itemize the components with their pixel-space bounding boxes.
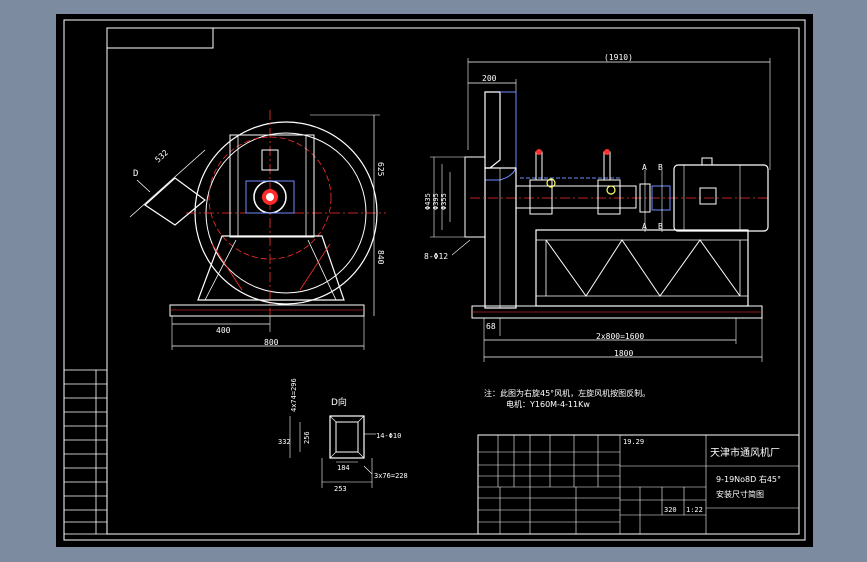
- title-block-scale: 1:22: [686, 506, 703, 514]
- dim-400: 400: [216, 326, 231, 335]
- shaft-assembly: [515, 185, 637, 209]
- fan-base-plate: [169, 304, 365, 317]
- fan-support-frame: [197, 235, 345, 301]
- dim-4x74: 4x74=296: [290, 378, 298, 412]
- sheet-inner-frame: [106, 27, 800, 535]
- dim-3x76: 3x76=228: [374, 472, 408, 480]
- note-line-2: 电机：Y160M-4-11Kw: [506, 399, 590, 409]
- sheet-outer-frame: [63, 19, 806, 541]
- section-b-top: B: [658, 163, 663, 172]
- front-view: 532 D 625 840: [129, 110, 386, 350]
- view-d-arrow-label: D: [133, 169, 138, 179]
- bearing-2: [597, 179, 621, 215]
- flange-inner: [335, 421, 359, 453]
- thermometer-2: [604, 149, 610, 155]
- title-block: 19.29 天津市通风机厂 9-19No8D 右45° 安装尺寸简图 320 1…: [477, 434, 800, 535]
- title-block-title: 安装尺寸简图: [716, 489, 764, 499]
- brace-line-right: [299, 243, 331, 291]
- dim-1910: (1910): [604, 53, 633, 62]
- note-line-1: 注：此图为右旋45°风机，左旋风机按图反制。: [484, 388, 650, 398]
- inlet-flange: [464, 156, 486, 238]
- dim-200: 200: [482, 74, 497, 83]
- thermometer-1: [536, 149, 542, 155]
- truss-bracing: [545, 239, 741, 297]
- notes: 注：此图为右旋45°风机，左旋风机按图反制。 电机：Y160M-4-11Kw: [484, 388, 650, 409]
- drawing-number-box: [106, 27, 214, 49]
- dim-1800: 1800: [614, 349, 633, 358]
- bearing-cover: [245, 180, 295, 214]
- volute-side: [484, 91, 501, 169]
- dim-68: 68: [486, 322, 496, 331]
- left-revision-column: [63, 369, 108, 535]
- view-d-title: D向: [331, 396, 347, 408]
- dim-253: 253: [334, 485, 347, 493]
- dim-332: 332: [278, 438, 291, 446]
- housing-side: [484, 167, 517, 309]
- drawing-sheet: [56, 14, 813, 547]
- title-block-model: 9-19No8D 右45°: [716, 474, 781, 484]
- dim-2x800: 2x800=1600: [596, 332, 644, 341]
- volute-side-blue: [485, 91, 517, 181]
- dim-phi395: Φ395: [432, 193, 440, 210]
- dim-8-phi12: 8-Φ12: [424, 252, 448, 261]
- dim-625: 625: [376, 162, 385, 177]
- title-block-weight: 320: [664, 506, 677, 514]
- view-d-detail: D向 4x74=296 332 256 14-Φ10 184 253 3x76=…: [278, 378, 408, 493]
- dim-phi355: Φ355: [440, 193, 448, 210]
- title-block-number: 19.29: [623, 438, 644, 446]
- dim-256: 256: [303, 431, 311, 444]
- bearing-bracket: [229, 134, 315, 238]
- outlet-duct: [144, 177, 206, 226]
- section-a-bottom: A: [642, 222, 647, 231]
- bearing-1: [529, 179, 553, 215]
- motor-body: [673, 164, 769, 232]
- brace-line-left: [211, 243, 243, 291]
- flange-outer: [329, 415, 365, 459]
- dim-14-phi10: 14-Φ10: [376, 432, 401, 440]
- outlet-dim-text: 532: [153, 148, 170, 164]
- dim-phi435: Φ435: [424, 193, 432, 210]
- dim-840: 840: [376, 250, 385, 265]
- section-a-top: A: [642, 163, 647, 172]
- title-block-frame: [477, 434, 800, 535]
- outlet-dim-line: [129, 149, 206, 218]
- dim-800: 800: [264, 338, 279, 347]
- title-block-company: 天津市通风机厂: [710, 446, 780, 459]
- section-b-bottom: B: [658, 222, 663, 231]
- side-view: (1910) 200 Φ435 Φ395 Φ355 8-Φ12: [424, 53, 771, 362]
- dim-184: 184: [337, 464, 350, 472]
- base-frame: [535, 229, 749, 307]
